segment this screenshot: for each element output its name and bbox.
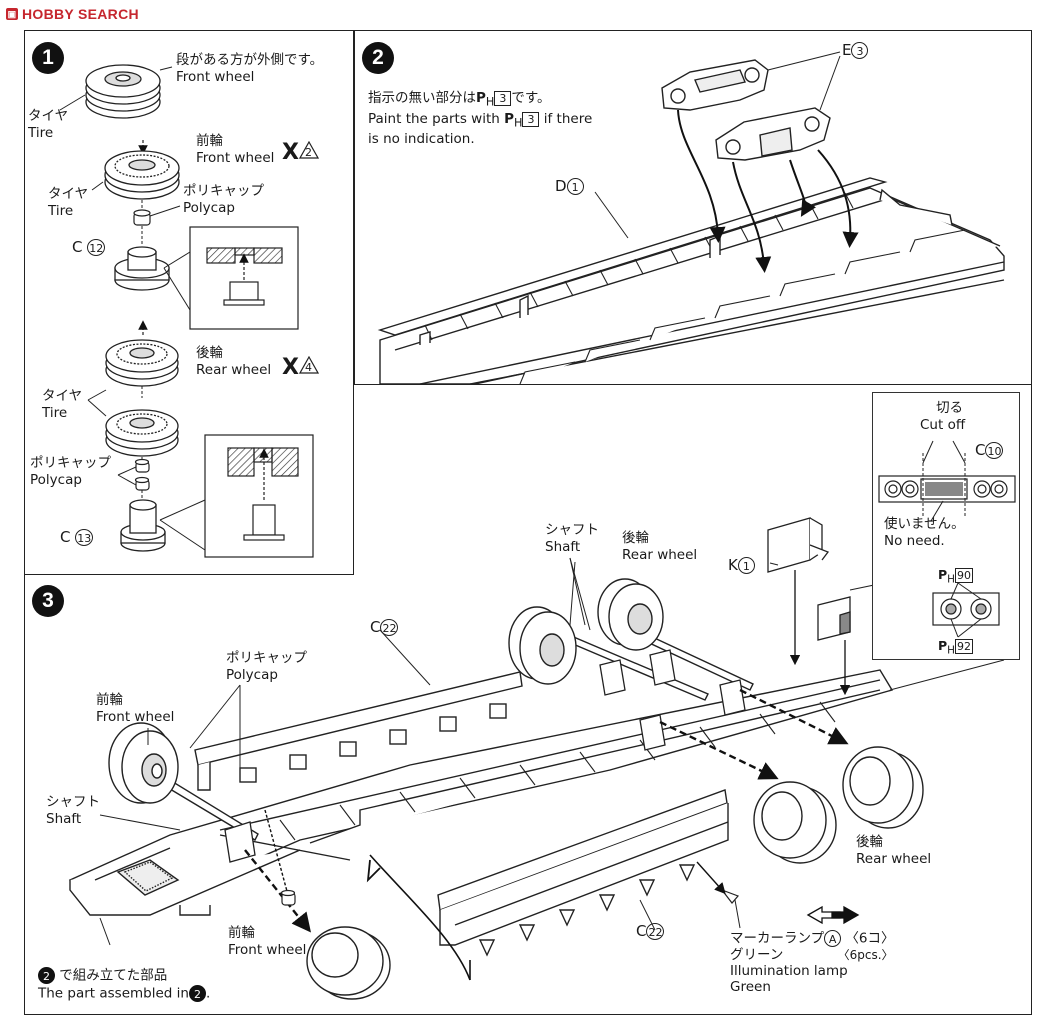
part-k1-drawing: [767, 517, 830, 573]
panel-step1: [24, 30, 354, 575]
part-ref-c13: C 13: [60, 528, 94, 546]
tire-label-2: タイヤ Tire: [48, 186, 89, 219]
triangle-qty-text-rear: 4: [304, 361, 312, 374]
panel-step2: [354, 30, 1032, 385]
marker-lamp-drawing: [720, 888, 740, 904]
side-panel-c22-top: [194, 671, 523, 791]
no-need-label: 使いません。 No need.: [884, 516, 965, 549]
side-panel-c22-bottom: [437, 789, 729, 957]
rear-section-detail: [204, 434, 314, 558]
triangle-qty-text: 2: [304, 146, 312, 159]
front-outer-note: 段がある方が外側です。 Front wheel: [176, 52, 324, 85]
logo-mark-icon: ▣: [6, 8, 18, 20]
rear-polycaps-drawing: [134, 458, 150, 491]
step3-leader-lines: [99, 557, 741, 946]
step-number-2: 2: [362, 42, 394, 74]
part-k1-second-drawing: [817, 596, 851, 641]
rear-tire-upper-drawing: [105, 339, 179, 387]
rear-wheel-mid-left-drawing: [508, 606, 577, 685]
rear-tire-lower-drawing: [105, 409, 179, 457]
polycap-label-step3: ポリキャップ Polycap: [226, 650, 307, 683]
shaft-label-top: シャフト Shaft: [545, 522, 599, 555]
panel-step3: [24, 385, 1032, 1015]
shaft-label-left: シャフト Shaft: [46, 794, 100, 827]
rear-wheel-label-step3-bottom: 後輪 Rear wheel: [856, 834, 932, 867]
rear-wheel-qty: X 4: [282, 356, 319, 379]
front-wheel-bottom-drawing: [306, 926, 391, 1000]
step-ref-icon: 2: [38, 967, 55, 984]
step-ref-icon-en: 2: [188, 984, 206, 1002]
step3-wheel-arrows: [244, 688, 849, 933]
chassis-frame-d1-drawing: [377, 177, 1005, 385]
front-polycap-drawing: [133, 209, 151, 226]
tire-label-1: タイヤ Tire: [28, 108, 69, 141]
axle-brackets-drawing: [224, 649, 746, 863]
rear-wheel-lower-right-drawing: [842, 746, 924, 829]
step-number-3: 3: [32, 585, 64, 617]
step-number-1: 1: [32, 42, 64, 74]
cut-off-detail-box: [872, 392, 1020, 660]
rear-wheel-lower-left-drawing: [753, 781, 837, 864]
front-wheel-qty: X 2: [282, 141, 319, 164]
rear-wheel-label-step3-top: 後輪 Rear wheel: [622, 530, 698, 563]
step2-guide-lines: [677, 109, 859, 273]
polycap-label-2: ポリキャップ Polycap: [30, 455, 111, 488]
x-mark-icon-rear: X: [282, 355, 299, 380]
front-section-detail: [189, 226, 299, 330]
cut-off-label: 切る Cut off: [920, 400, 966, 433]
front-wheel-label-step3-bottom: 前輪 Front wheel: [228, 925, 307, 958]
bracket-e3-upper: [661, 59, 769, 111]
front-tire-top-drawing: [85, 64, 161, 119]
part-c13-drawing: [120, 499, 166, 552]
double-arrow-icon: [806, 905, 860, 925]
front-wheel-label-step3-top: 前輪 Front wheel: [96, 692, 175, 725]
rear-wheel-mid-right-drawing: [597, 578, 664, 651]
polycap-bottom-drawing: [280, 889, 296, 906]
bracket-e3-lower: [715, 107, 831, 161]
front-wheel-left-drawing: [108, 722, 179, 804]
part-ref-c12: C 12: [72, 238, 106, 256]
polycap-label-1: ポリキャップ Polycap: [183, 183, 264, 216]
front-wheel-tire-drawing: [104, 150, 180, 200]
part-c12-drawing: [114, 246, 170, 291]
tire-label-3: タイヤ Tire: [42, 388, 83, 421]
rear-wheel-heading: 後輪 Rear wheel: [196, 345, 272, 378]
hobby-search-logo: ▣ HOBBY SEARCH: [6, 6, 139, 22]
x-mark-icon: X: [282, 140, 299, 165]
front-wheel-heading: 前輪 Front wheel: [196, 133, 275, 166]
logo-text: HOBBY SEARCH: [22, 6, 139, 22]
